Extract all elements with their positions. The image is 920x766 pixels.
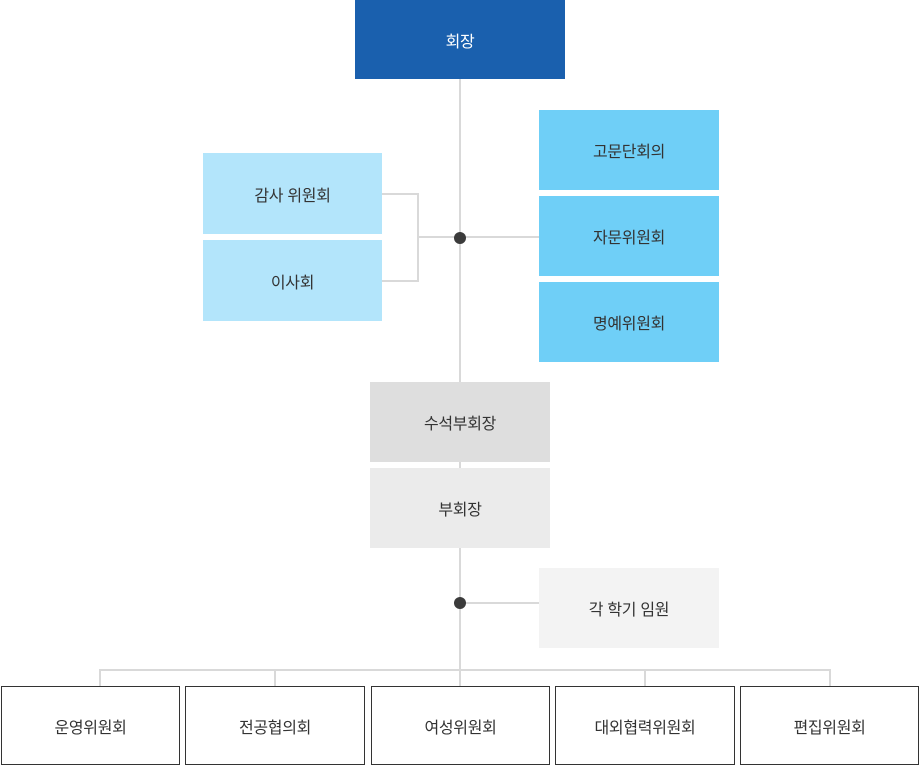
connector-drop-line bbox=[829, 669, 831, 687]
node-label: 명예위원회 bbox=[592, 316, 666, 333]
node-label: 감사 위원회 bbox=[254, 187, 331, 205]
node-chairman: 회장 bbox=[355, 0, 565, 79]
connector-audit-stub-line bbox=[382, 193, 419, 195]
node-label: 부회장 bbox=[438, 502, 482, 519]
node-audit-committee: 감사 위원회 bbox=[203, 153, 382, 234]
node-honorary-committee: 명예위원회 bbox=[539, 282, 719, 362]
connector-bottom-horizontal-line bbox=[99, 669, 831, 671]
node-label: 이사회 bbox=[270, 274, 315, 292]
connector-drop-line bbox=[274, 669, 276, 687]
connector-middle-horizontal-line bbox=[417, 236, 539, 238]
connector-drop-line bbox=[99, 669, 101, 687]
node-label: 대외협력위원회 bbox=[594, 719, 696, 737]
node-advisory-committee: 자문위원회 bbox=[539, 196, 719, 276]
node-advisory-group-meeting: 고문단회의 bbox=[539, 110, 719, 190]
node-senior-vice-chairman: 수석부회장 bbox=[370, 382, 550, 462]
connector-semester-horizontal-line bbox=[459, 602, 539, 604]
node-label: 운영위원회 bbox=[54, 719, 127, 737]
node-board-of-directors: 이사회 bbox=[203, 240, 382, 321]
node-label: 자문위원회 bbox=[592, 230, 666, 247]
node-external-cooperation-committee: 대외협력위원회 bbox=[555, 686, 735, 765]
node-womens-committee: 여성위원회 bbox=[371, 686, 550, 765]
node-label: 편집위원회 bbox=[793, 719, 866, 737]
node-label: 여성위원회 bbox=[424, 719, 497, 737]
node-vice-chairman: 부회장 bbox=[370, 468, 550, 548]
node-steering-committee: 운영위원회 bbox=[1, 686, 180, 765]
node-semester-officers: 각 학기 임원 bbox=[539, 568, 719, 648]
connector-drop-line bbox=[644, 669, 646, 687]
junction-dot bbox=[454, 232, 466, 244]
junction-dot bbox=[454, 597, 466, 609]
node-label: 전공협의회 bbox=[238, 719, 312, 737]
node-label: 회장 bbox=[445, 33, 475, 51]
node-editorial-committee: 편집위원회 bbox=[740, 686, 919, 765]
node-label: 고문단회의 bbox=[592, 144, 666, 161]
node-label: 각 학기 임원 bbox=[588, 602, 670, 619]
node-label: 수석부회장 bbox=[423, 416, 497, 433]
node-major-council: 전공협의회 bbox=[185, 686, 365, 765]
connector-board-stub-line bbox=[382, 280, 419, 282]
